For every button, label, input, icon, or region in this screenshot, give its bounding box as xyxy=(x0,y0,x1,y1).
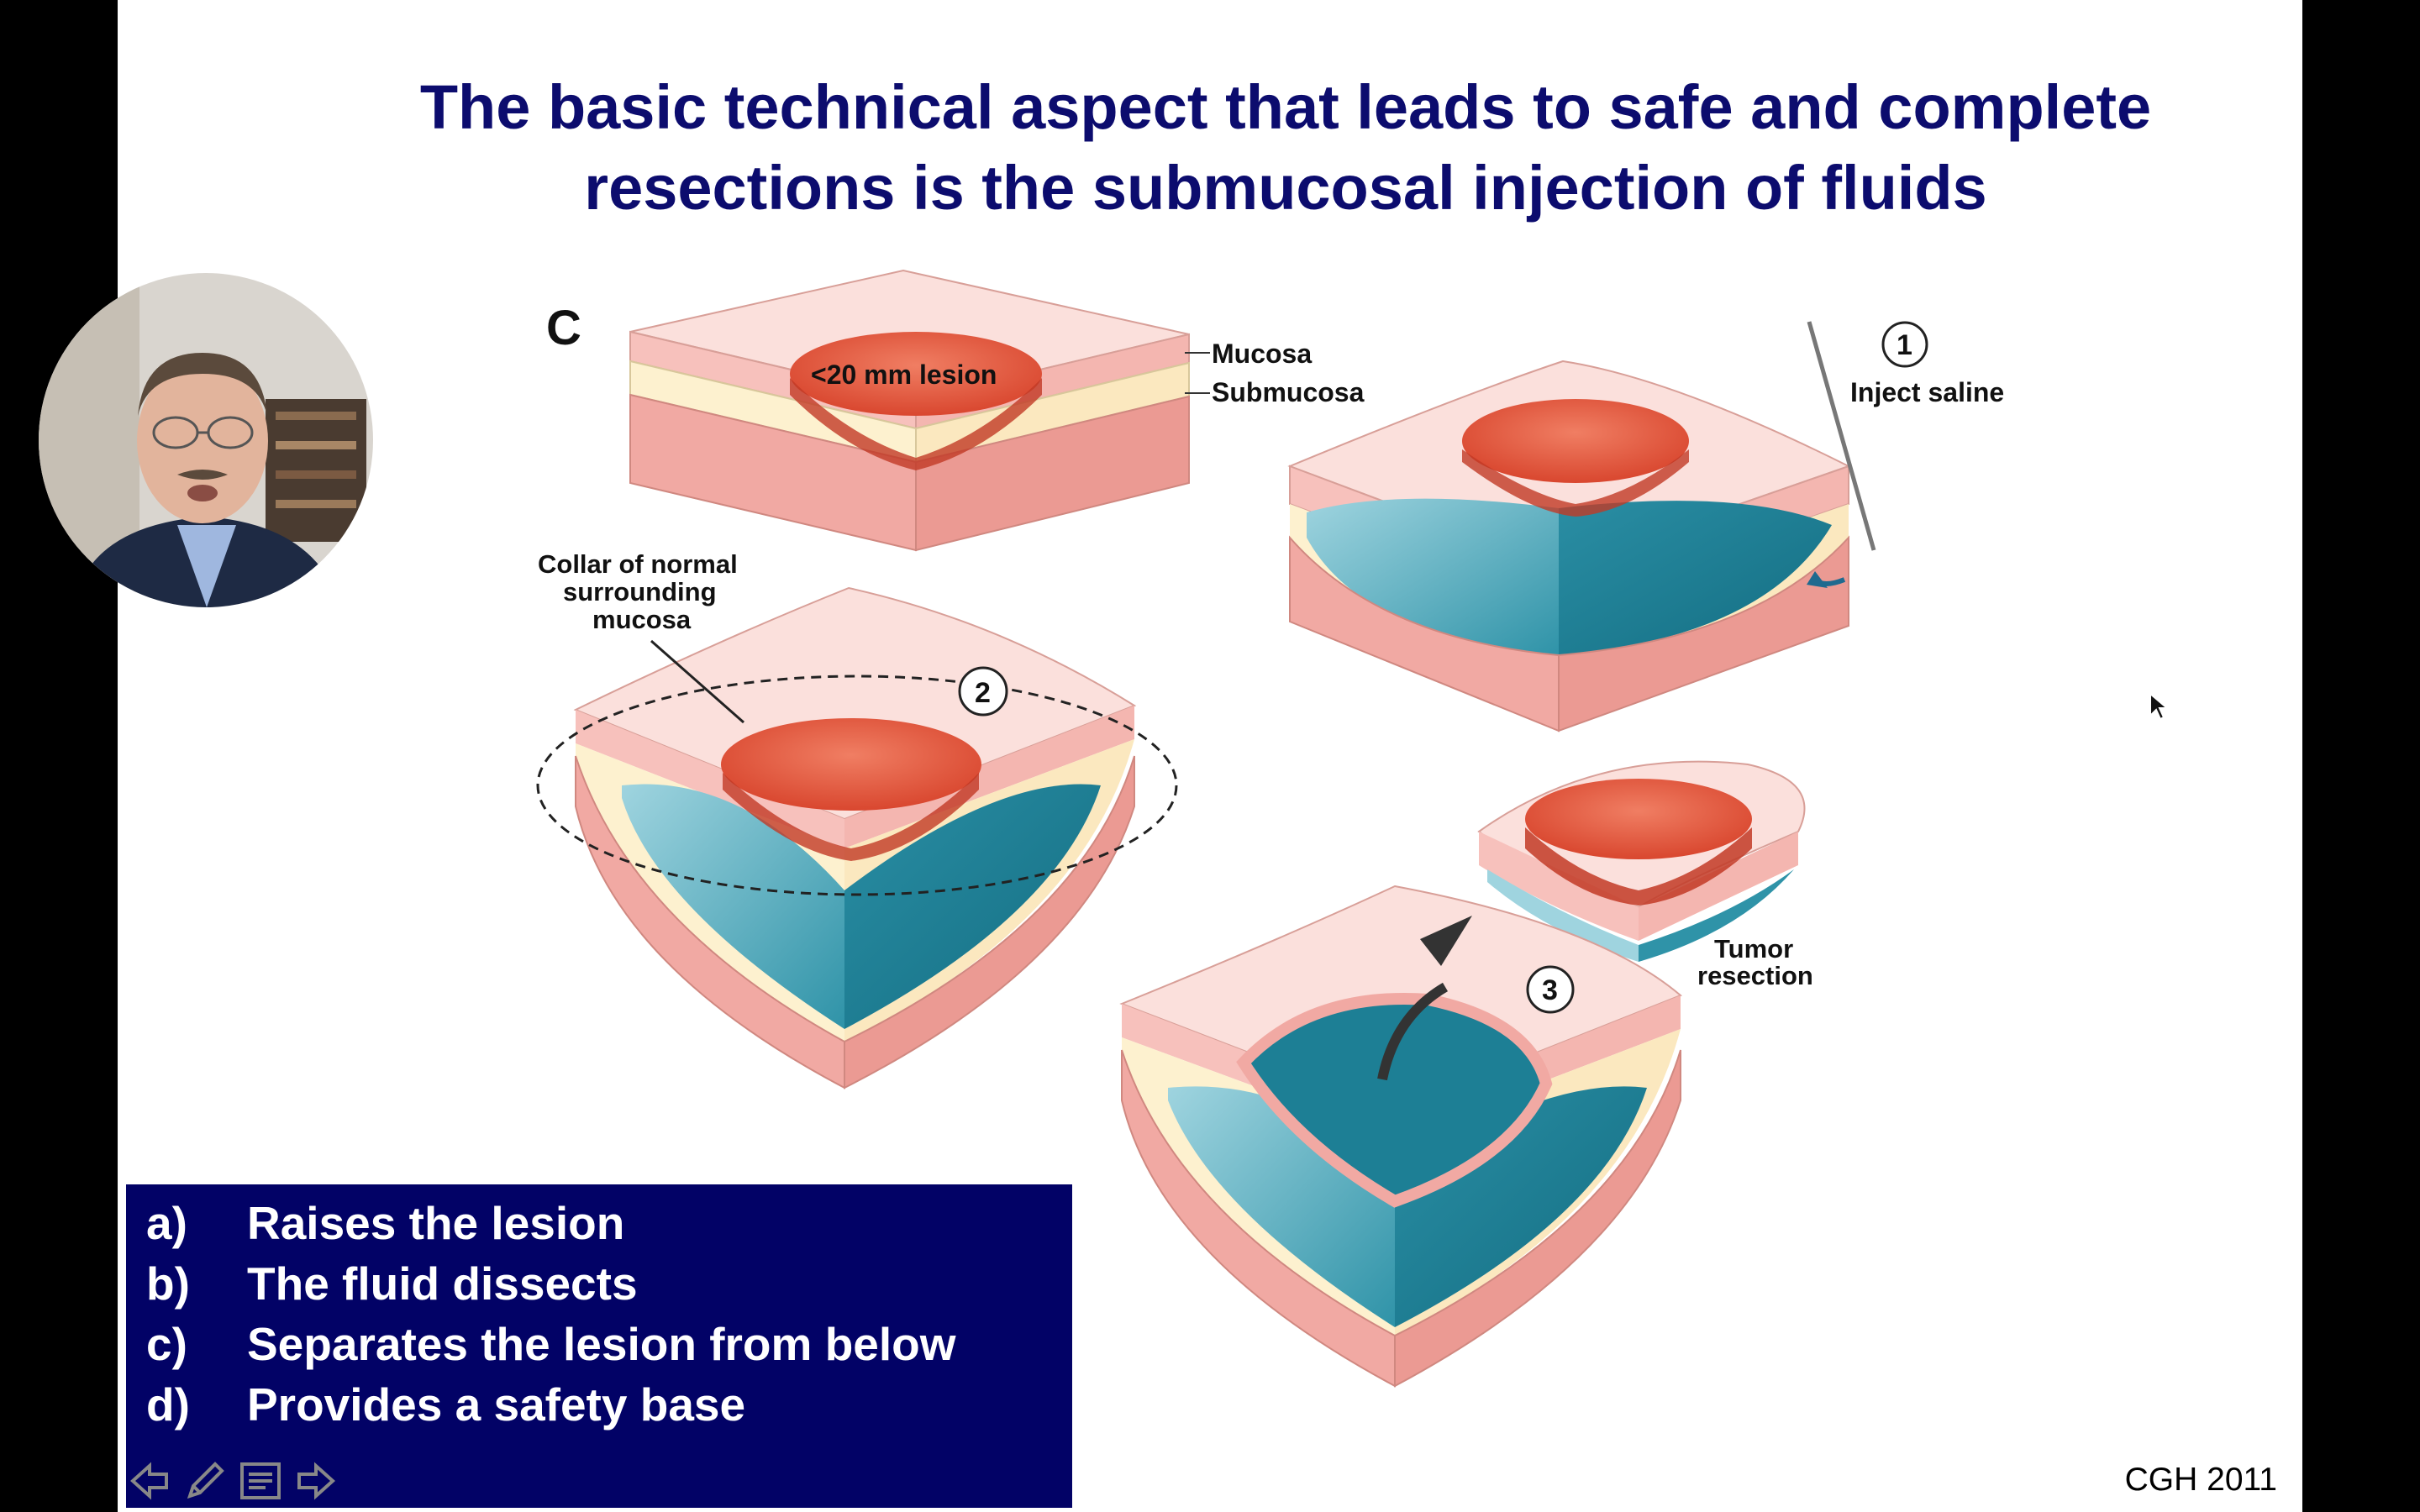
step-3-number: 3 xyxy=(1542,974,1558,1006)
collar-label-line-2: surrounding xyxy=(563,577,717,606)
tissue-block-injected: 1 Inject saline xyxy=(1290,322,2004,731)
answer-text: Separates the lesion from below xyxy=(247,1318,956,1370)
answer-item-d: d)Provides a safety base xyxy=(146,1374,745,1435)
answer-letter: c) xyxy=(146,1314,247,1374)
step-2-number: 2 xyxy=(975,677,991,709)
tumor-label-line-2: resection xyxy=(1697,961,1813,990)
submucosa-label: Submucosa xyxy=(1212,377,1365,407)
answer-letter: d) xyxy=(146,1374,247,1435)
presenter-avatar xyxy=(39,273,373,607)
presentation-slide: The basic technical aspect that leads to… xyxy=(118,0,2302,1512)
mucosa-label: Mucosa xyxy=(1212,339,1312,369)
presenter-webcam xyxy=(39,273,373,607)
tumor-label-line-1: Tumor xyxy=(1714,934,1793,963)
tissue-block-collar: Collar of normal surrounding mucosa 2 xyxy=(538,549,1176,1088)
arrow-right-icon[interactable] xyxy=(292,1457,339,1509)
answer-item-c: c)Separates the lesion from below xyxy=(146,1314,956,1374)
answer-text: Provides a safety base xyxy=(247,1378,745,1431)
step-1-number: 1 xyxy=(1897,329,1912,361)
answer-item-a: a)Raises the lesion xyxy=(146,1193,624,1253)
menu-icon[interactable] xyxy=(237,1457,284,1509)
answer-item-b: b)The fluid dissects xyxy=(146,1253,638,1314)
answer-letter: a) xyxy=(146,1193,247,1253)
answer-text: The fluid dissects xyxy=(247,1257,638,1310)
answer-letter: b) xyxy=(146,1253,247,1314)
slideshow-controls xyxy=(126,1457,353,1508)
citation: CGH 2011 xyxy=(2125,1462,2277,1499)
mouse-cursor-icon xyxy=(2149,692,2169,725)
step-1-label: Inject saline xyxy=(1850,377,2004,407)
tissue-block-flat: <20 mm lesion Mucosa Submucosa xyxy=(630,270,1365,550)
pencil-icon[interactable] xyxy=(182,1457,229,1509)
answer-text: Raises the lesion xyxy=(247,1197,624,1249)
tissue-block-resected: 3 xyxy=(1122,886,1681,1386)
collar-label-line-3: mucosa xyxy=(592,605,692,634)
arrow-left-icon[interactable] xyxy=(126,1457,173,1509)
lesion-label: <20 mm lesion xyxy=(811,360,997,390)
collar-label-line-1: Collar of normal xyxy=(538,549,738,579)
panel-letter: C xyxy=(546,301,581,355)
